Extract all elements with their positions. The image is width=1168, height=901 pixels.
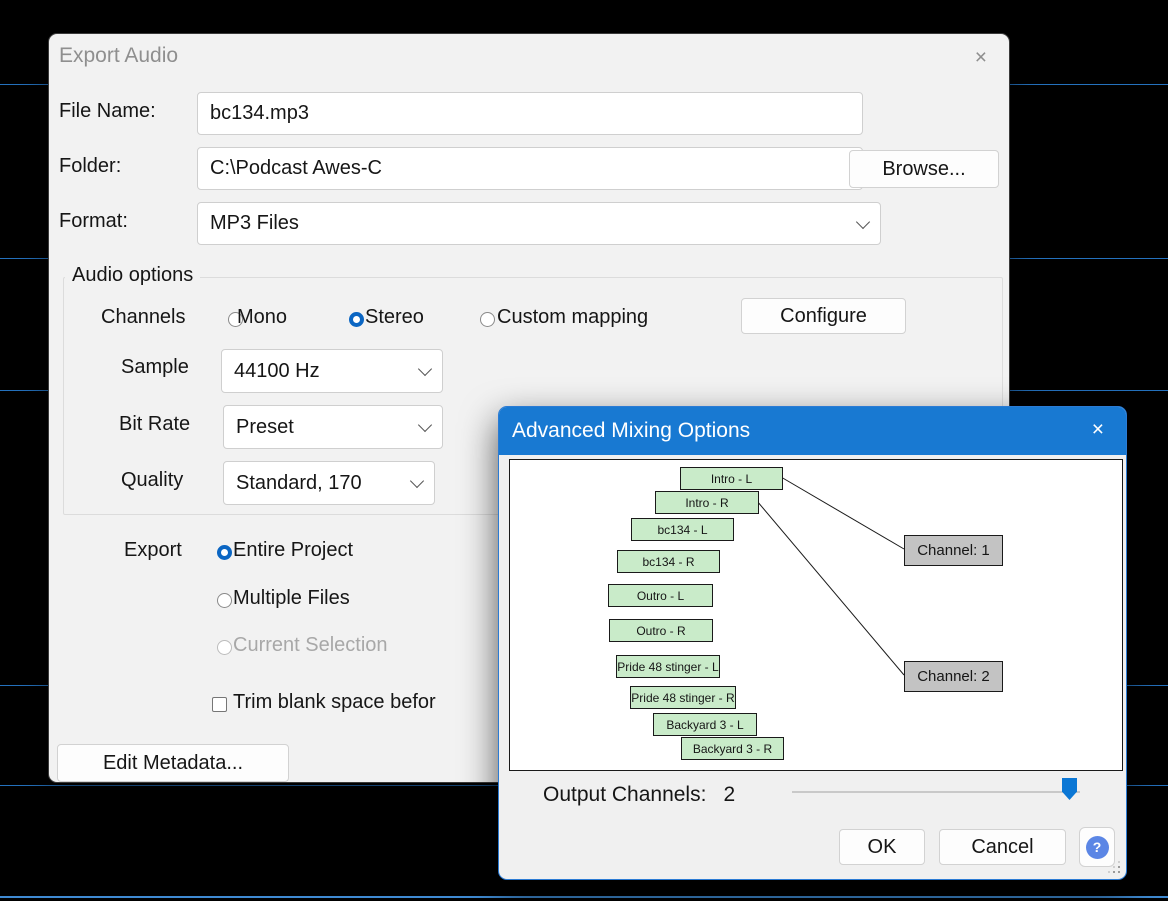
radio-custom-mapping-label: Custom mapping	[497, 306, 649, 328]
folder-input[interactable]: C:\Podcast Awes-C	[197, 147, 863, 190]
radio-multiple-files[interactable]	[217, 593, 232, 608]
trim-blank-space-checkbox[interactable]	[212, 697, 227, 712]
configure-button[interactable]: Configure	[741, 298, 906, 334]
radio-stereo-label: Stereo	[365, 306, 424, 328]
bit-rate-select-value: Preset	[236, 415, 294, 438]
browse-button[interactable]: Browse...	[849, 150, 999, 188]
output-channels-slider-thumb[interactable]	[1062, 778, 1077, 800]
cancel-button[interactable]: Cancel	[939, 829, 1066, 865]
radio-entire-project-label: Entire Project	[233, 539, 354, 561]
mixer-panel	[509, 459, 1123, 771]
radio-current-selection-label: Current Selection	[233, 634, 388, 656]
output-channels-slider-track[interactable]	[792, 791, 1080, 793]
chevron-down-icon	[417, 417, 433, 433]
sample-select[interactable]: 44100 Hz	[221, 349, 443, 393]
dialog-title: Advanced Mixing Options	[512, 419, 751, 442]
close-icon[interactable]: ×	[974, 46, 987, 69]
radio-stereo[interactable]	[349, 312, 364, 327]
channel-node[interactable]: Channel: 1	[904, 535, 1003, 566]
track-node[interactable]: Intro - R	[655, 491, 759, 514]
resize-grip-icon[interactable]	[1118, 871, 1120, 873]
track-node[interactable]: Pride 48 stinger - L	[616, 655, 720, 678]
track-node[interactable]: Backyard 3 - L	[653, 713, 757, 736]
file-name-input[interactable]: bc134.mp3	[197, 92, 863, 135]
chevron-down-icon	[855, 214, 871, 229]
chevron-down-icon	[417, 361, 433, 377]
bit-rate-select[interactable]: Preset	[223, 405, 443, 449]
export-label: Export	[124, 539, 182, 561]
radio-entire-project[interactable]	[217, 545, 232, 560]
track-node[interactable]: Pride 48 stinger - R	[630, 686, 736, 709]
format-select[interactable]: MP3 Files	[197, 202, 881, 245]
track-node[interactable]: Outro - L	[608, 584, 713, 607]
file-name-label: File Name:	[59, 100, 156, 122]
output-channels-label: Output Channels:	[543, 783, 707, 806]
audio-options-group-label: Audio options	[65, 264, 201, 287]
dialog-title: Export Audio	[59, 44, 179, 67]
radio-multiple-files-label: Multiple Files	[233, 587, 350, 609]
quality-select[interactable]: Standard, 170	[223, 461, 435, 505]
radio-mono-label: Mono	[237, 306, 288, 328]
ok-button[interactable]: OK	[839, 829, 925, 865]
radio-current-selection	[217, 640, 232, 655]
track-node[interactable]: Intro - L	[680, 467, 783, 490]
help-button[interactable]: ?	[1079, 827, 1115, 867]
folder-label: Folder:	[59, 155, 122, 177]
edit-metadata-button[interactable]: Edit Metadata...	[57, 744, 289, 782]
close-icon[interactable]: ×	[1091, 418, 1104, 441]
track-node[interactable]: bc134 - L	[631, 518, 734, 541]
help-icon: ?	[1085, 835, 1109, 859]
titlebar[interactable]: Advanced Mixing Options	[499, 407, 1126, 455]
format-select-value: MP3 Files	[210, 212, 299, 234]
sample-label: Sample	[121, 356, 189, 378]
radio-custom-mapping[interactable]	[480, 312, 495, 327]
track-boundary-line	[0, 896, 1168, 898]
sample-select-value: 44100 Hz	[234, 359, 320, 382]
channels-label: Channels	[101, 306, 186, 328]
advanced-mixing-options-dialog: Advanced Mixing Options × Intro - L Intr…	[498, 406, 1127, 880]
radio-mono[interactable]	[228, 312, 243, 327]
chevron-down-icon	[409, 473, 425, 489]
output-channels-value: 2	[723, 783, 736, 806]
channel-node[interactable]: Channel: 2	[904, 661, 1003, 692]
quality-select-value: Standard, 170	[236, 471, 362, 494]
format-label: Format:	[59, 210, 128, 232]
trim-blank-space-label: Trim blank space befor	[233, 691, 436, 713]
bit-rate-label: Bit Rate	[119, 413, 191, 435]
output-channels-row: Output Channels: 2	[543, 783, 735, 807]
quality-label: Quality	[121, 469, 184, 491]
track-node[interactable]: Outro - R	[609, 619, 713, 642]
track-node[interactable]: Backyard 3 - R	[681, 737, 784, 760]
track-node[interactable]: bc134 - R	[617, 550, 720, 573]
